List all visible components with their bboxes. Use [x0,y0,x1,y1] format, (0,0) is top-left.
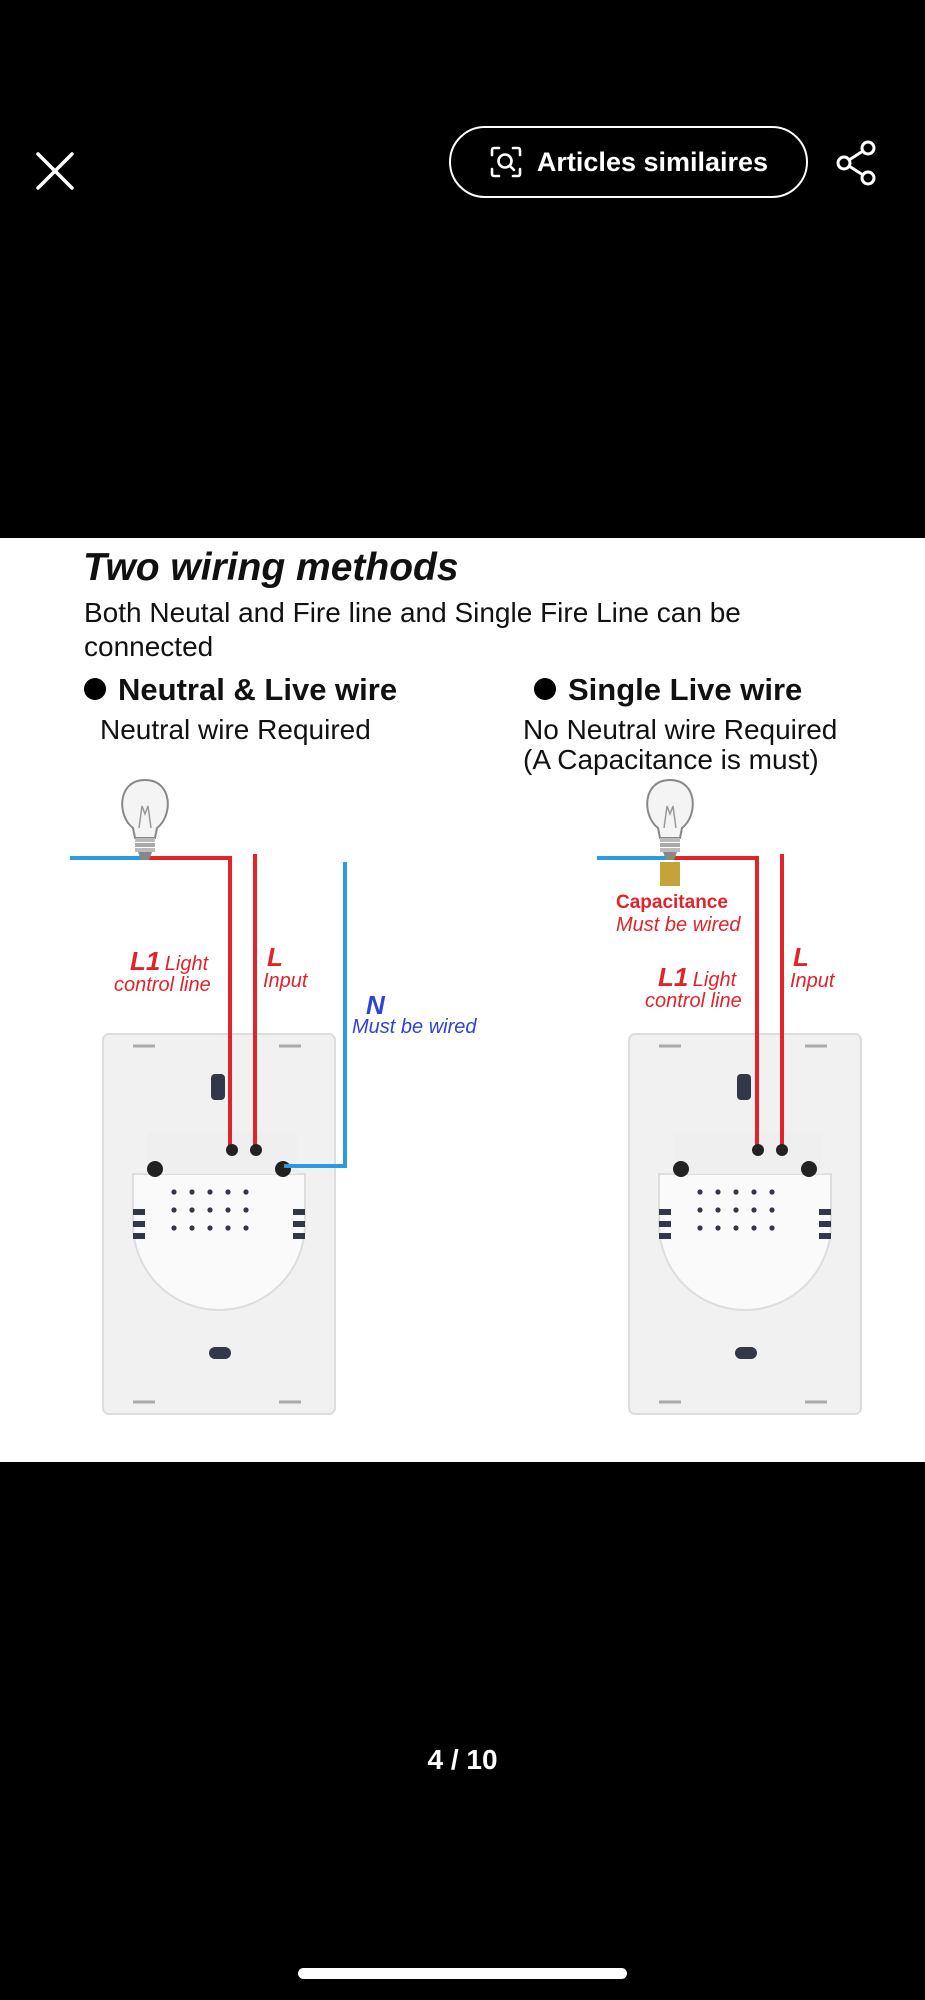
image-subtitle: Both Neutal and Fire line and Single Fir… [84,597,741,662]
similar-items-label: Articles similaires [536,146,769,177]
right-l1-label: L1 Light [658,962,736,993]
close-icon [36,152,74,190]
right-heading-text: Single Live wire [568,672,803,707]
bullet-dot [534,677,556,700]
right-requirement-1: No Neutral wire Required [523,714,838,745]
left-bulb [121,779,169,861]
capacitor [660,862,680,886]
right-bulb [646,779,694,861]
right-method-heading: Single Live wire [534,672,802,708]
right-l-code: L [793,942,809,972]
share-icon [836,140,876,186]
left-switch-back-panel [101,1032,337,1416]
image-pager: 4 / 10 [427,1744,498,1775]
left-n-desc: Must be wired [352,1016,477,1038]
image-title: Two wiring methods [83,546,459,589]
left-l1-desc-1: Light [164,953,209,975]
left-method-heading: Neutral & Live wire [84,672,397,708]
left-l1-label: L1 Light [130,946,208,977]
left-n-code: N [366,990,385,1020]
visual-search-icon [490,146,522,178]
right-switch-back-panel [627,1032,863,1416]
share-button[interactable] [832,138,882,188]
left-heading-text: Neutral & Live wire [118,672,398,707]
right-l-desc: Input [790,970,835,992]
right-requirement-2: (A Capacitance is must) [523,744,819,775]
left-l1-code: L1 [130,946,161,976]
right-l1-desc-2: control line [645,990,742,1012]
right-cap-desc: Must be wired [616,914,741,936]
left-requirement: Neutral wire Required [100,714,371,745]
left-l1-desc-2: control line [114,974,211,996]
close-button[interactable] [28,144,84,200]
right-l1-code: L1 [658,962,689,992]
right-cap-label: Capacitance [616,892,728,913]
right-l1-desc-1: Light [692,969,737,991]
product-image[interactable]: Two wiring methods Both Neutal and Fire … [0,538,925,1462]
left-l-code: L [267,942,283,972]
wiring-diagram [70,779,863,1416]
left-l-desc: Input [263,970,308,992]
bullet-dot [84,677,106,700]
home-indicator[interactable] [298,1968,627,1979]
similar-items-button[interactable]: Articles similaires [449,126,808,198]
